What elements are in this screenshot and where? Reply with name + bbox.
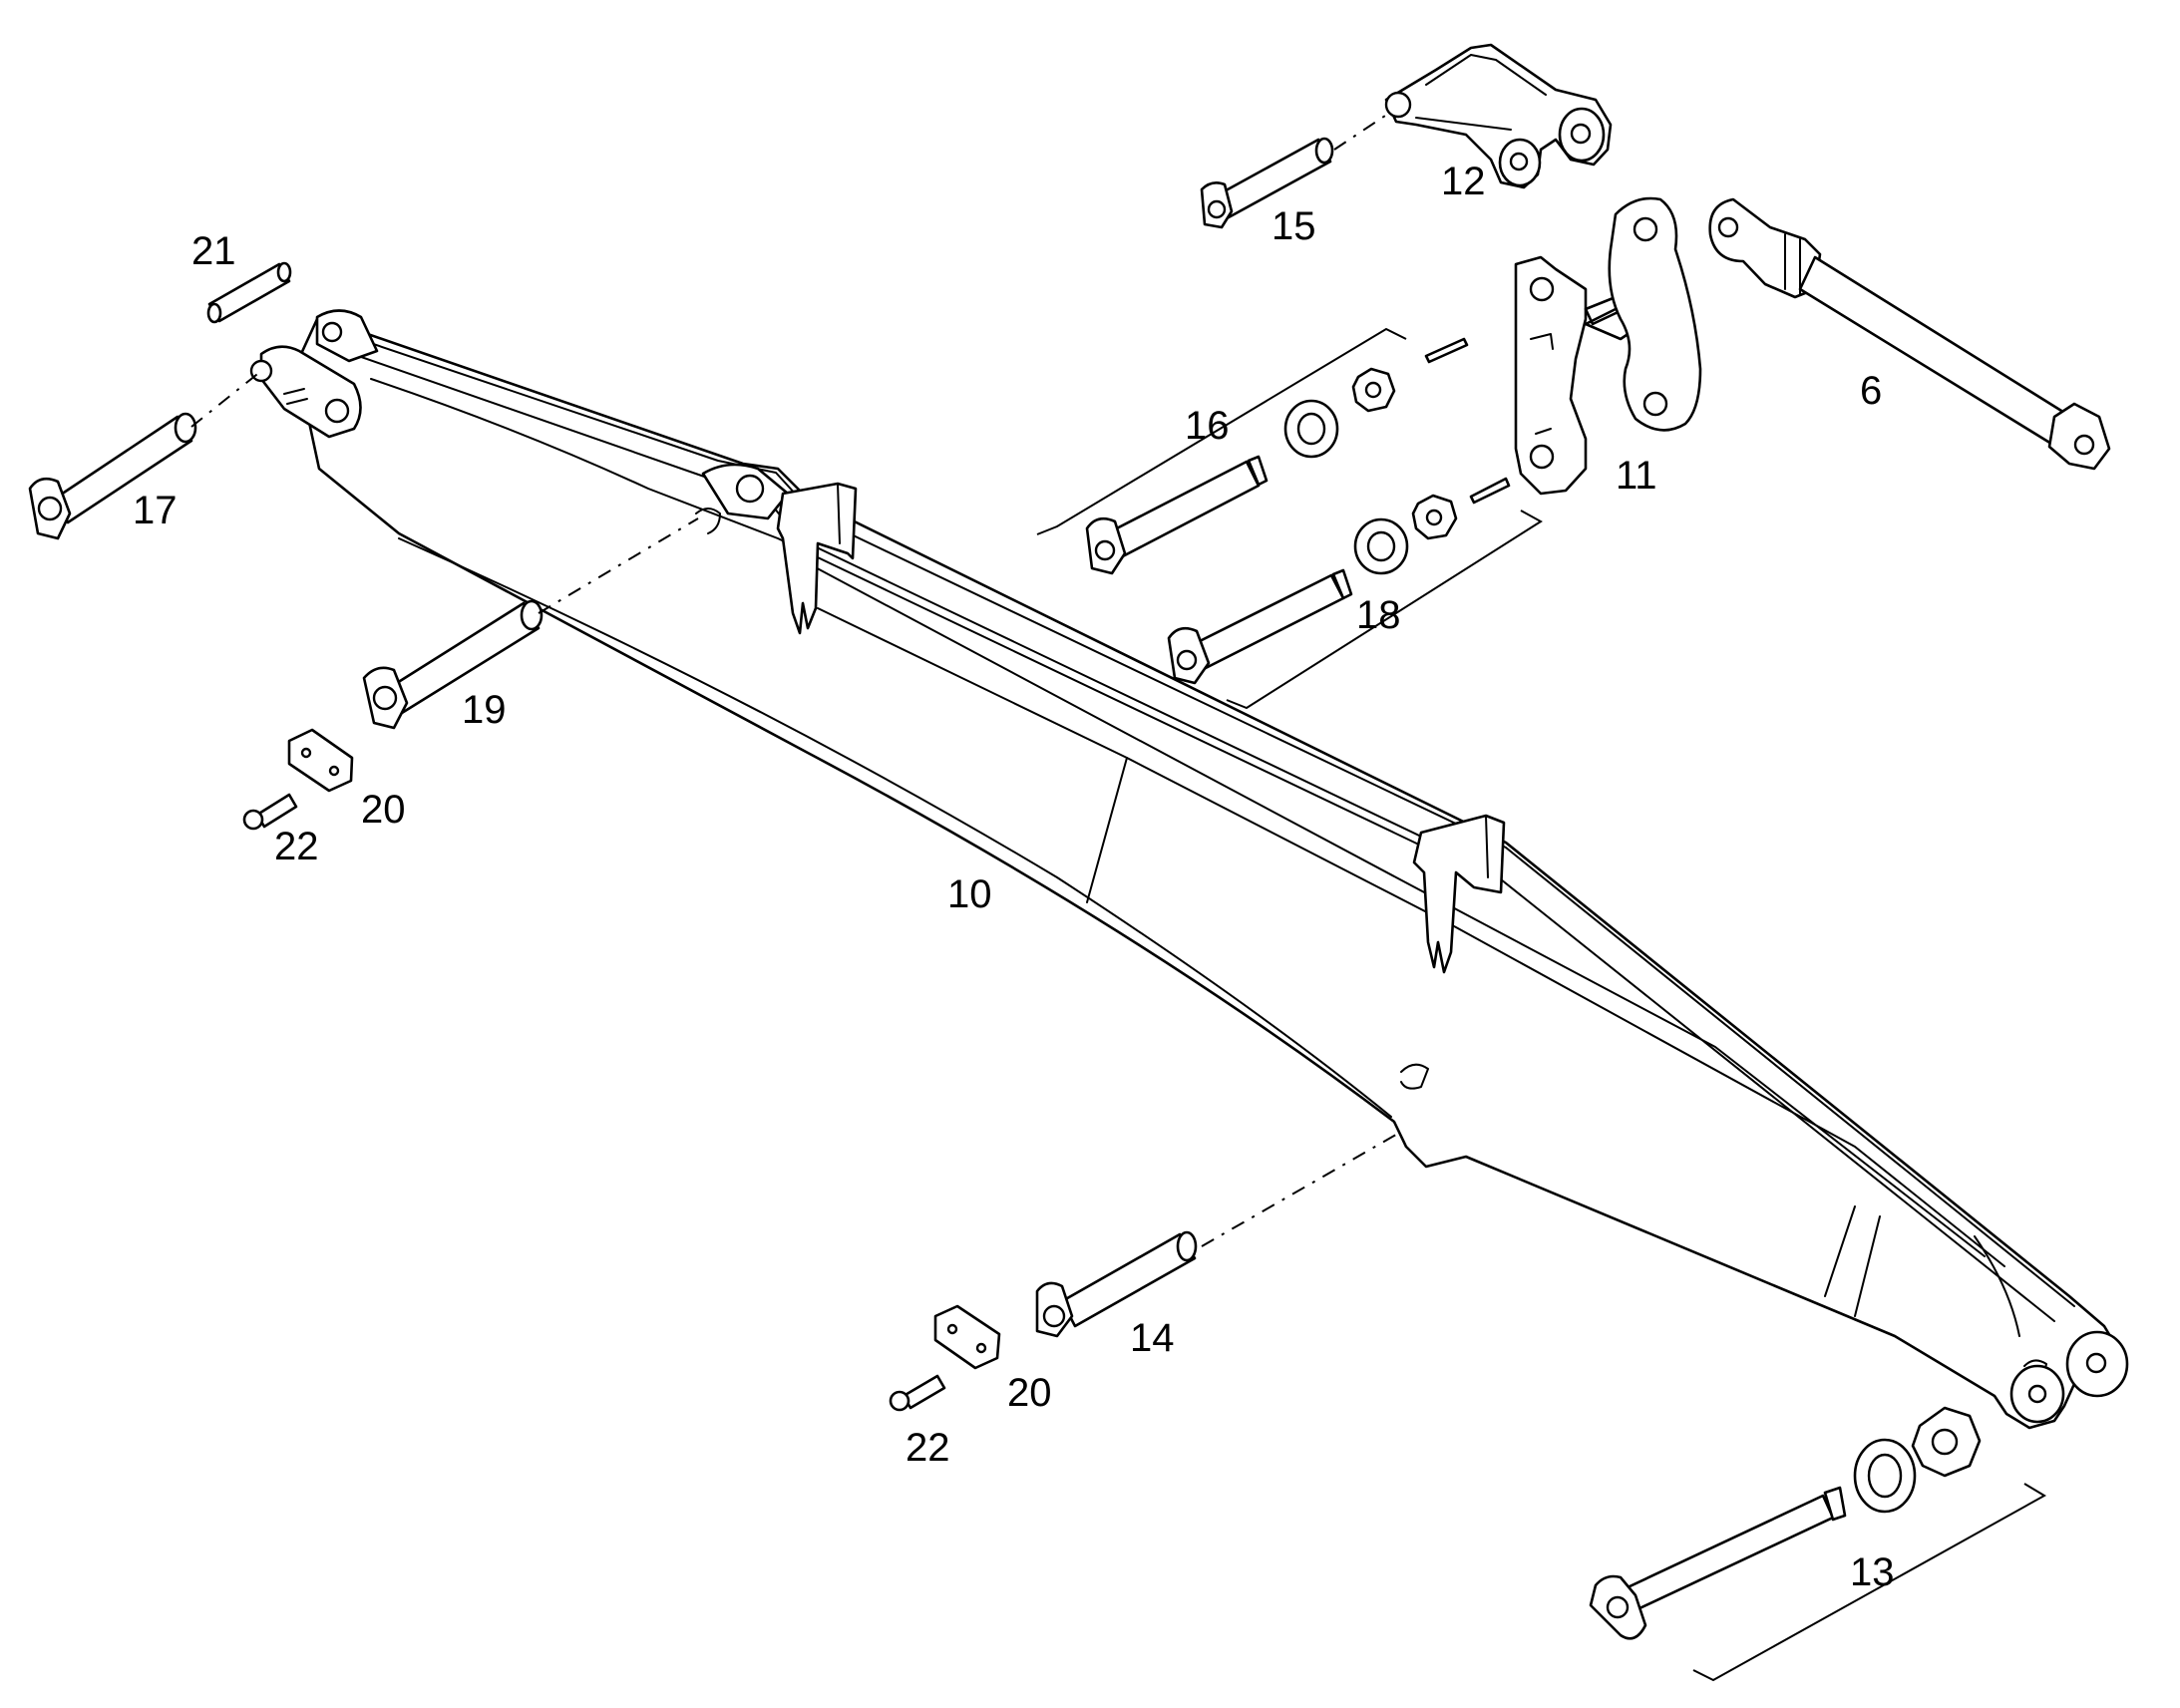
pin-part-17 bbox=[28, 412, 197, 540]
group-bracket-16 bbox=[1036, 327, 1407, 535]
pin-part-14 bbox=[1035, 1230, 1198, 1338]
plate-part-20-lower bbox=[933, 1304, 1001, 1370]
callout-15: 15 bbox=[1272, 204, 1316, 248]
callout-22-upper: 22 bbox=[274, 825, 319, 868]
callout-19: 19 bbox=[462, 688, 507, 732]
pin-part-19 bbox=[362, 599, 544, 730]
callout-16: 16 bbox=[1185, 404, 1230, 448]
pin-set-part-18 bbox=[1167, 477, 1511, 685]
group-bracket-18 bbox=[1226, 510, 1543, 710]
pin-part-21 bbox=[206, 261, 292, 324]
assembly-center-lines bbox=[190, 111, 1402, 1247]
group-bracket-13 bbox=[1692, 1483, 2046, 1682]
callout-14: 14 bbox=[1130, 1316, 1175, 1360]
boom-arm-part-10 bbox=[249, 309, 2129, 1430]
callout-22-lower: 22 bbox=[906, 1426, 950, 1470]
callout-labels: 6 10 11 12 13 14 15 16 17 18 19 20 20 21… bbox=[133, 160, 1895, 1594]
hydraulic-cylinder-part-6 bbox=[1708, 197, 2111, 471]
pin-washer-nut-part-13 bbox=[1589, 1406, 1982, 1640]
pin-set-part-16 bbox=[1085, 337, 1469, 575]
screw-part-22-upper bbox=[242, 793, 298, 831]
callout-11: 11 bbox=[1616, 454, 1657, 498]
plate-part-11 bbox=[1514, 196, 1702, 496]
plate-part-20-upper bbox=[287, 728, 354, 793]
callout-6: 6 bbox=[1860, 369, 1882, 413]
link-assembly-part-12 bbox=[1384, 43, 1613, 189]
callout-12: 12 bbox=[1441, 160, 1486, 203]
pin-part-15 bbox=[1200, 137, 1334, 229]
callout-13: 13 bbox=[1850, 1550, 1895, 1594]
callout-20-lower: 20 bbox=[1007, 1371, 1052, 1415]
callout-21: 21 bbox=[191, 229, 236, 273]
callout-18: 18 bbox=[1356, 593, 1401, 637]
callout-17: 17 bbox=[133, 489, 178, 532]
callout-10: 10 bbox=[947, 872, 992, 916]
callout-20-upper: 20 bbox=[361, 788, 406, 832]
screw-part-22-lower bbox=[889, 1374, 946, 1412]
